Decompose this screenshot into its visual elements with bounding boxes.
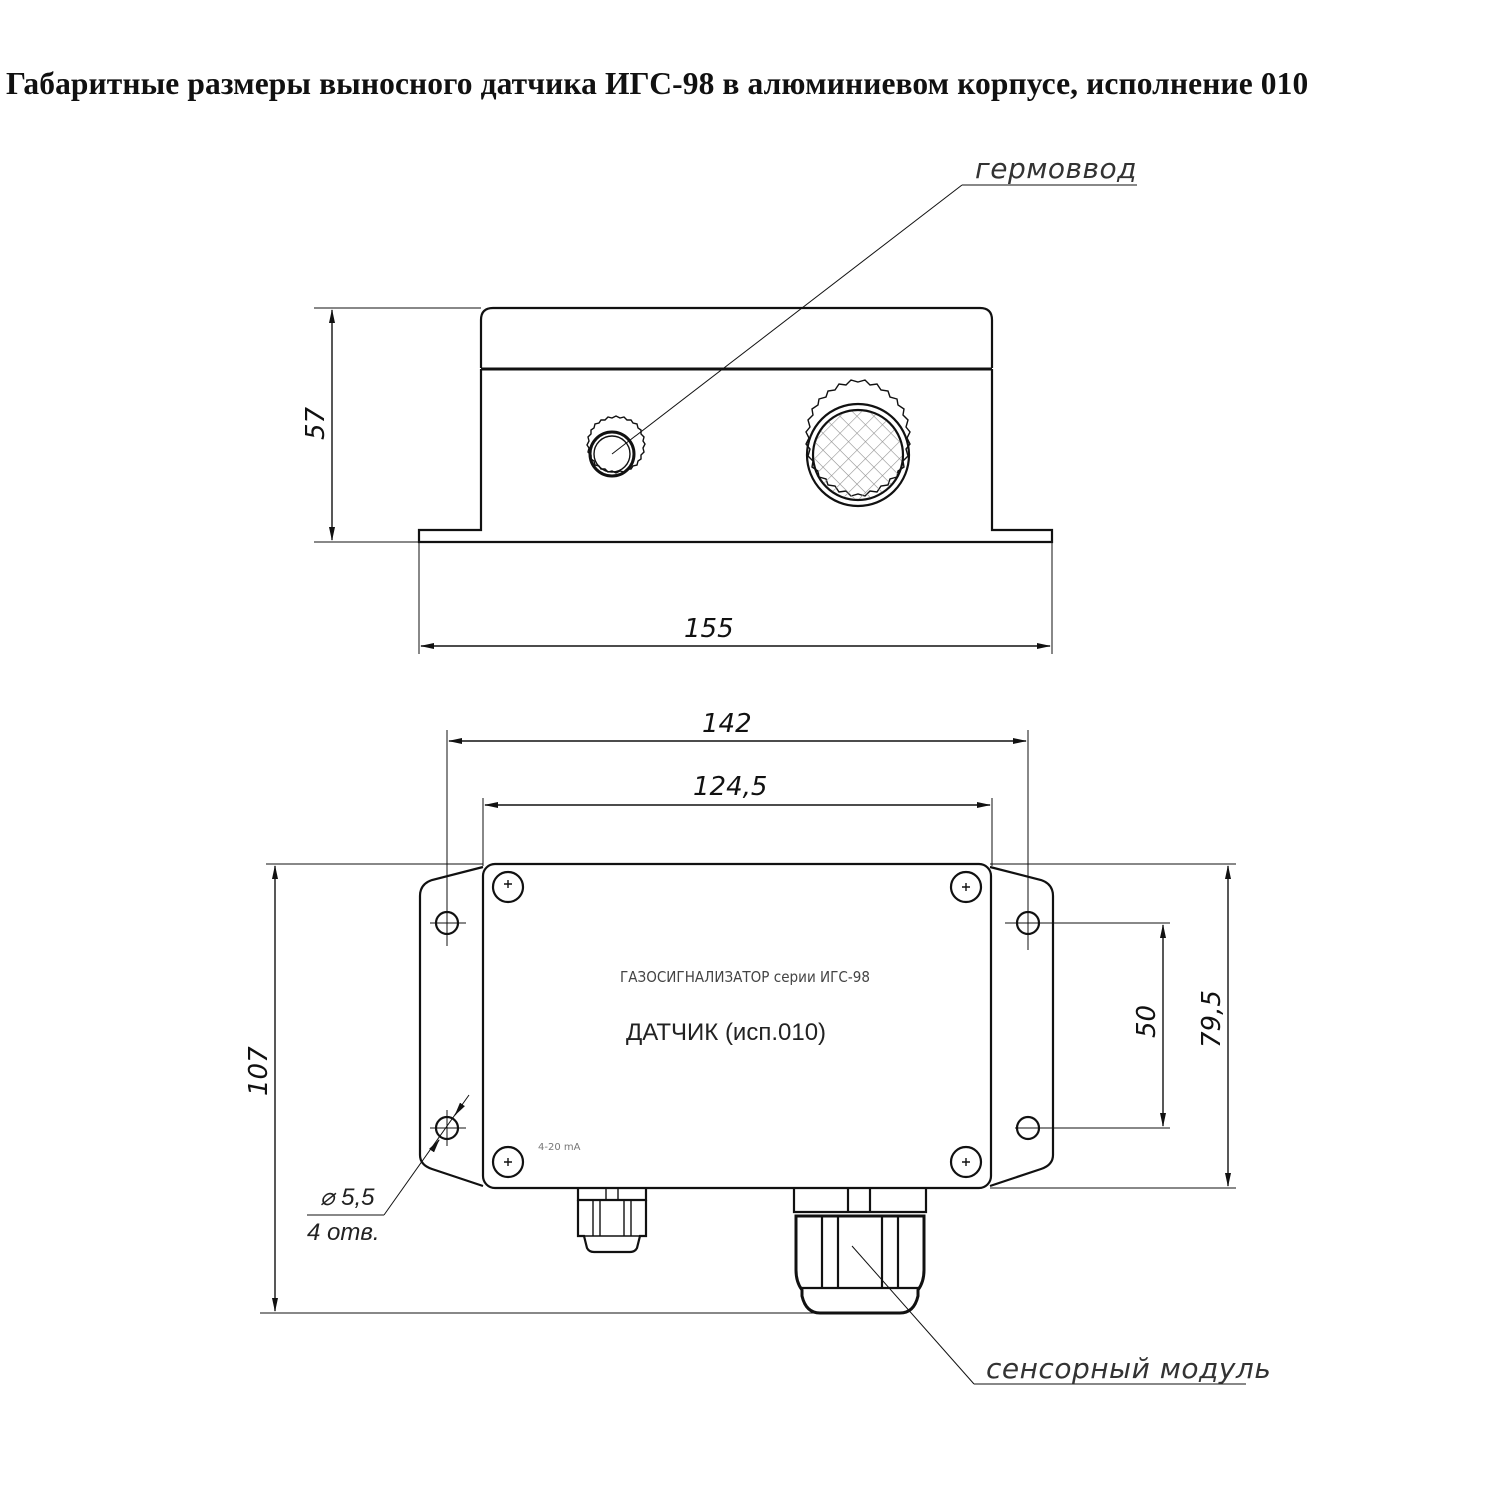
screw-icon (949, 1145, 983, 1179)
screw-icon (949, 870, 983, 904)
sensor-module-bottom (792, 1188, 928, 1315)
body-top-outline (481, 862, 993, 1190)
dim-79-5: 79,5 (1197, 990, 1227, 1048)
lid-outline (479, 306, 994, 368)
hole-count-note: 4 отв. (307, 1219, 380, 1246)
sensor-module-side (805, 379, 911, 508)
mounting-hole-icon (1005, 730, 1170, 950)
hole-diameter-note: ⌀ 5,5 (320, 1184, 375, 1211)
leader-line-sensor (851, 1245, 975, 1385)
mounting-hole-icon (430, 730, 466, 946)
plate-line-1: ГАЗОСИГНАЛИЗАТОР серии ИГС-98 (620, 968, 870, 986)
dim-50: 50 (1132, 1005, 1162, 1038)
mounting-hole-icon (430, 1110, 466, 1146)
dim-142: 142 (702, 709, 752, 739)
flange-left (418, 865, 484, 1188)
screw-icon (491, 1145, 525, 1179)
cable-gland-bottom-small (576, 1188, 648, 1254)
page-title: Габаритные размеры выносного датчика ИГС… (6, 66, 1309, 101)
sensor-callout-label: сенсорный модуль (986, 1352, 1271, 1385)
gland-callout-label: гермоввод (975, 152, 1137, 185)
plate-line-2: ДАТЧИК (исп.010) (626, 1019, 826, 1046)
leader-line-gland (611, 184, 963, 455)
dim-width-155: 155 (684, 614, 734, 644)
flange-right (989, 865, 1055, 1188)
dim-height-57: 57 (301, 406, 331, 440)
cable-gland-small (586, 415, 646, 478)
top-view: ГАЗОСИГНАЛИЗАТОР серии ИГС-98 ДАТЧИК (ис… (244, 709, 1271, 1385)
body-outline (417, 369, 1054, 544)
dim-124-5: 124,5 (693, 772, 767, 802)
screw-icon (491, 870, 525, 904)
side-view: гермоввод 57 155 (301, 152, 1137, 654)
mounting-hole-icon (1015, 1115, 1170, 1141)
plate-signal: 4-20 mA (538, 1142, 581, 1153)
dim-107: 107 (244, 1046, 274, 1096)
